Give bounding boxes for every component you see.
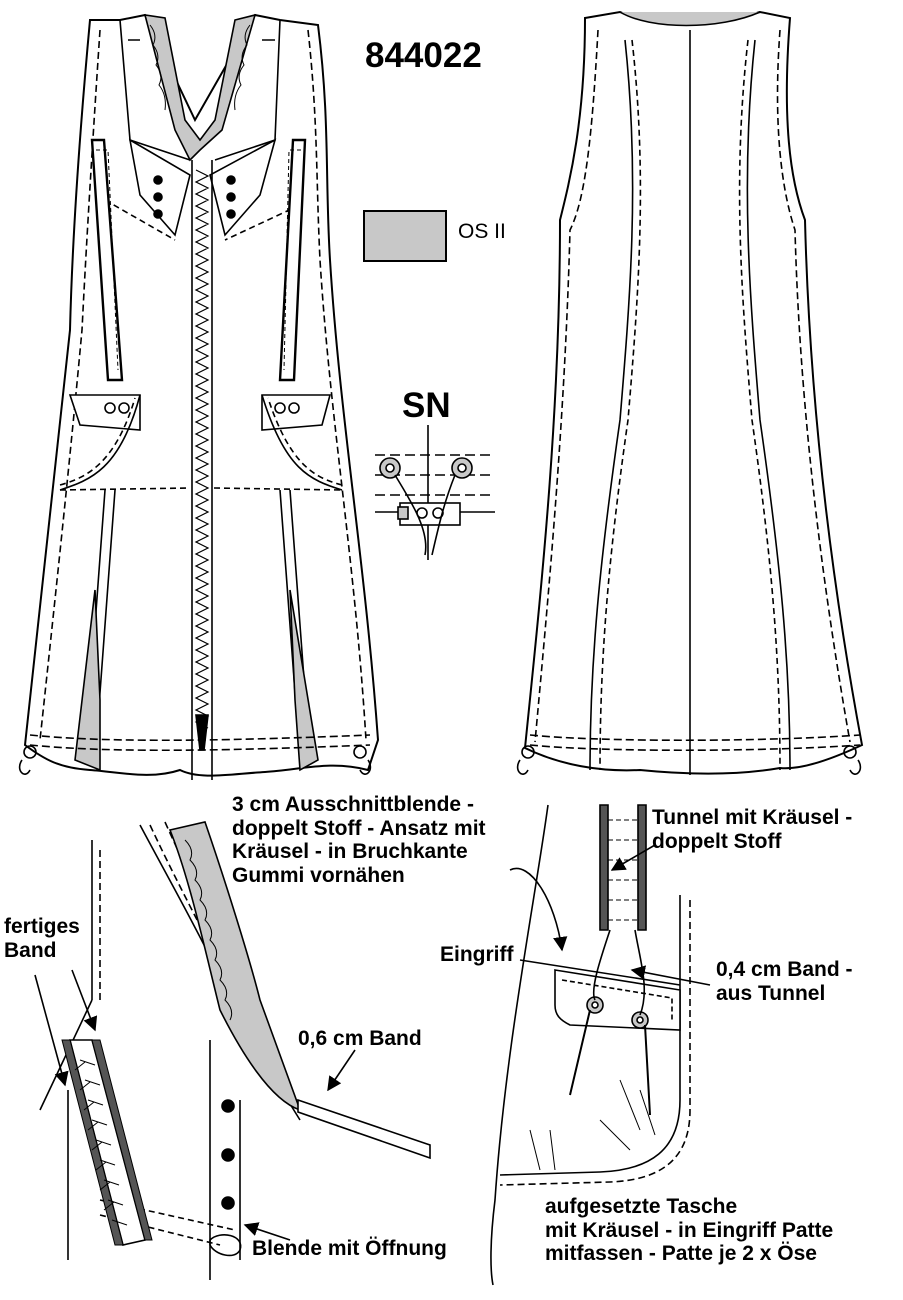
front-view [18,13,380,780]
pocket-detail-diagram [490,804,711,1286]
annotation-facing-opening: Blende mit Öffnung [252,1237,447,1260]
annotation-pocket-line-1: aufgesetzte Tasche [545,1195,738,1218]
legend-label: OS II [458,220,506,243]
annotation-tunnel-line-1: Tunnel mit Kräusel - [652,806,853,829]
annotation-neckline-line-2: doppelt Stoff - Ansatz mit [232,816,486,840]
annotation-band-04: 0,4 cm Band - aus Tunnel [716,958,853,1005]
annotation-finished-band-line-2: Band [4,938,57,962]
back-view [516,10,864,775]
legend-swatch [363,210,447,262]
sn-label: SN [402,386,451,425]
sn-detail-diagram [375,425,495,560]
annotation-band-04-line-2: aus Tunnel [716,981,826,1005]
annotation-neckline-line-4: Gummi vornähen [232,863,405,887]
annotation-neckline-line-1: 3 cm Ausschnittblende - [232,793,474,816]
annotation-neckline: 3 cm Ausschnittblende - doppelt Stoff - … [232,793,486,887]
neckline-detail-diagram [34,821,431,1280]
annotation-neckline-line-3: Kräusel - in Bruchkante [232,840,468,864]
model-number: 844022 [365,36,482,75]
annotation-finished-band: fertiges Band [4,915,80,962]
annotation-tunnel: Tunnel mit Kräusel - doppelt Stoff [652,806,852,853]
annotation-band-06: 0,6 cm Band [298,1027,422,1050]
annotation-grip: Eingriff [440,943,514,966]
annotation-tunnel-line-2: doppelt Stoff [652,829,782,853]
annotation-pocket-line-3: mitfassen - Patte je 2 x Öse [545,1242,817,1266]
annotation-pocket-line-2: mit Kräusel - in Eingriff Patte [545,1218,834,1242]
annotation-band-04-line-1: 0,4 cm Band - [716,958,853,981]
annotation-finished-band-line-1: fertiges [4,915,80,938]
annotation-pocket: aufgesetzte Tasche mit Kräusel - in Eing… [545,1195,833,1266]
